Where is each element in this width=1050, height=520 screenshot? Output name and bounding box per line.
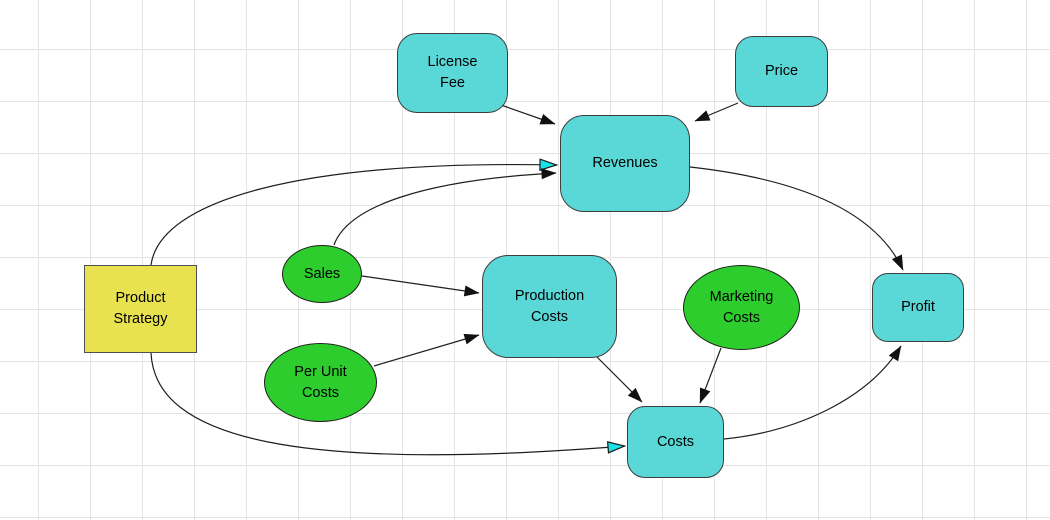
node-costs[interactable]: Costs bbox=[627, 406, 724, 478]
node-product-strategy-label: Product Strategy bbox=[113, 290, 168, 327]
link-per-unit-costs-to-production-costs[interactable] bbox=[373, 333, 480, 367]
link-price-to-revenues[interactable] bbox=[694, 102, 739, 122]
link-costs-to-profit[interactable] bbox=[723, 345, 902, 440]
node-revenues[interactable]: Revenues bbox=[560, 115, 690, 212]
node-revenues-label: Revenues bbox=[592, 155, 658, 171]
node-production-costs[interactable]: Production Costs bbox=[482, 255, 617, 358]
node-marketing-costs-label: Marketing Costs bbox=[709, 288, 774, 326]
link-license-fee-to-revenues[interactable] bbox=[500, 104, 556, 125]
node-license-fee-label: License Fee bbox=[427, 54, 478, 91]
node-per-unit-costs[interactable]: Per Unit Costs bbox=[264, 343, 377, 422]
node-license-fee[interactable]: License Fee bbox=[397, 33, 508, 113]
link-product-strategy-to-revenues[interactable] bbox=[150, 165, 557, 266]
link-product-strategy-to-costs[interactable] bbox=[150, 352, 625, 456]
node-marketing-costs[interactable]: Marketing Costs bbox=[683, 265, 800, 350]
link-revenues-to-profit[interactable] bbox=[689, 166, 904, 271]
node-product-strategy[interactable]: Product Strategy bbox=[84, 265, 197, 353]
node-sales-label: Sales bbox=[303, 265, 341, 282]
node-sales[interactable]: Sales bbox=[282, 245, 362, 303]
node-per-unit-costs-label: Per Unit Costs bbox=[294, 363, 347, 401]
node-production-costs-label: Production Costs bbox=[514, 287, 585, 325]
node-price-label: Price bbox=[764, 63, 799, 79]
link-sales-to-production-costs[interactable] bbox=[361, 275, 480, 297]
node-costs-label: Costs bbox=[656, 433, 695, 450]
node-profit-label: Profit bbox=[901, 299, 935, 315]
link-marketing-costs-to-costs[interactable] bbox=[699, 347, 722, 404]
node-price[interactable]: Price bbox=[735, 36, 828, 107]
link-sales-to-revenues[interactable] bbox=[333, 168, 557, 246]
node-profit[interactable]: Profit bbox=[872, 273, 964, 342]
link-production-costs-to-costs[interactable] bbox=[596, 356, 643, 403]
